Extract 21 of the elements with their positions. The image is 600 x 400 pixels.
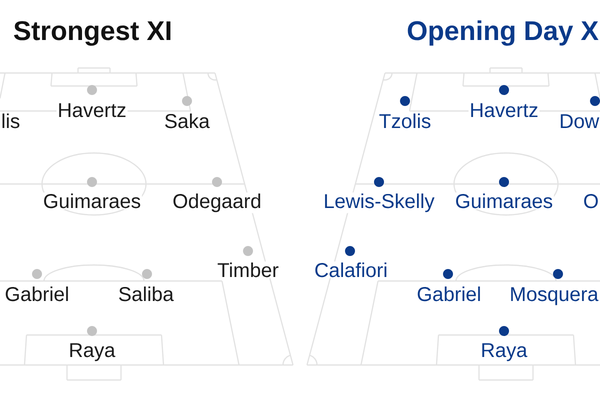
player-name: Gabriel (4, 286, 70, 302)
player-name: Guimaraes (42, 192, 142, 210)
player-name: Calafiori (313, 262, 389, 278)
player-name: Raya (480, 342, 528, 362)
player-name: Gabriel (416, 286, 482, 302)
heading: Strongest XI (14, 21, 170, 46)
player-name: Mosquera (508, 286, 600, 306)
player-name: Raya (68, 342, 116, 362)
player-name: O (582, 193, 600, 210)
player-name: Saka (163, 112, 211, 130)
player-name: Timber (216, 262, 280, 278)
player-name: Lewis-Skelly (322, 192, 436, 214)
player-name: Saliba (117, 286, 175, 302)
player-name: Havertz (468, 102, 540, 118)
player-name: Havertz (56, 102, 128, 118)
heading: Opening Day X (408, 20, 598, 46)
player-name: Guimaraes (454, 192, 554, 210)
player-name: Odegaard (172, 192, 262, 214)
player-name: Dow (558, 113, 600, 130)
player-name: Tzolis (378, 112, 432, 130)
player-name: lis (0, 112, 22, 130)
